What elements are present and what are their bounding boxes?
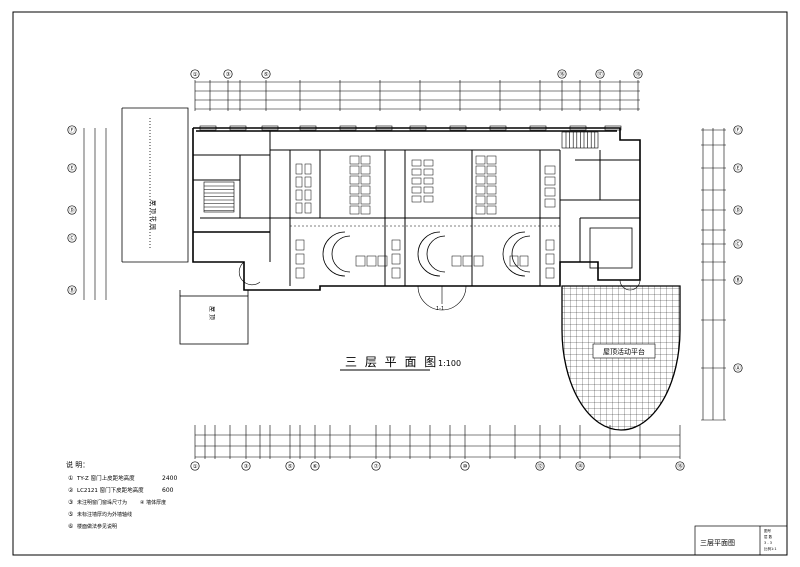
axis-left-bubble: Ⓔ [67,163,77,173]
hall-room [589,227,633,269]
svg-text:⑩: ⑩ [463,463,468,470]
svg-text:Ⓕ: Ⓕ [735,126,741,134]
note-5-num: ⑥ [68,523,73,530]
lower-roof-bottom [179,290,249,345]
svg-text:Ⓔ: Ⓔ [735,164,741,172]
axis-top-bubble: ⑱ [633,69,643,79]
top-dimensions [194,80,640,111]
svg-text:Ⓐ: Ⓐ [735,364,741,372]
axis-bottom-bubble: ⑫ [535,461,545,471]
axis-bottom-bubble: ① [190,461,200,471]
note-1-num: ① [68,475,73,482]
note-2-value: 600 [162,487,174,494]
axis-top-bubble: ⑤ [261,69,271,79]
note-2-num: ② [68,487,74,494]
axis-right-bubble: Ⓓ [733,205,743,215]
stair-right [561,131,599,149]
bottom-dimensions [194,425,681,459]
interior-walls [193,131,640,286]
title-block-field-4: 比例1:1 [764,546,777,551]
svg-text:⑯: ⑯ [677,462,683,470]
svg-text:③: ③ [226,72,231,78]
note-3-num: ③ [68,499,73,506]
svg-text:⑦: ⑦ [374,463,379,470]
svg-text:①: ① [193,72,198,78]
axis-bottom-bubble: ⑩ [460,461,470,471]
axis-right-bubble: Ⓒ [733,239,743,249]
svg-text:Ⓑ: Ⓑ [735,276,741,284]
axis-right-bubble: Ⓑ [733,275,743,285]
svg-text:⑱: ⑱ [635,70,641,78]
axis-bottom-bubble: ⑥ [310,461,320,471]
roof-label-left: 屋 顶 花 园 [149,200,157,230]
svg-text:Ⓓ: Ⓓ [735,206,741,214]
roof-terrace [561,285,681,431]
svg-text:⑰: ⑰ [597,70,603,78]
svg-text:Ⓓ: Ⓓ [69,206,75,214]
axis-left-bubble: Ⓑ [67,285,77,295]
note-1-text: TY-Z 窗门上皮距地高度 [76,474,135,482]
svg-text:Ⓕ: Ⓕ [69,126,75,134]
axis-top-bubble: ⑯ [557,69,567,79]
axis-bottom-bubble: ⑦ [371,461,381,471]
title-block-field-1: 图号 [764,528,772,533]
svg-text:Ⓒ: Ⓒ [69,234,75,242]
axis-top-bubble: ① [190,69,200,79]
svg-text:⑫: ⑫ [537,462,543,470]
svg-text:⑯: ⑯ [559,70,565,78]
axis-left-bubble: Ⓒ [67,233,77,243]
note-4-text: 未标注墙厚均为外墙轴线 [77,511,132,518]
axis-bottom-bubble: ⑭ [575,461,585,471]
classroom-furniture [290,155,560,279]
axis-left-bubble: Ⓓ [67,205,77,215]
axis-right-bubble: Ⓐ [733,363,743,373]
axis-top-bubble: ⑰ [595,69,605,79]
svg-text:⑤: ⑤ [288,464,293,470]
svg-text:⑭: ⑭ [577,462,583,470]
svg-text:Ⓔ: Ⓔ [69,164,75,172]
building-outline [192,127,641,291]
drawing-title: 三 层 平 面 图 [345,355,438,369]
semicircle-areas [322,231,531,277]
note-3-extra: ④ 墙体厚度 [140,499,166,506]
title-block-name: 三层平面图 [700,539,735,547]
stair-left [203,181,235,213]
note-3-text: 未注明窗门窗垛尺寸为 [77,499,127,506]
note-5-text: 楼面做法参见说明 [77,523,117,530]
notes-list: ① TY-Z 窗门上皮距地高度 2400 ② LC2121 窗门下皮距地高度 6… [68,474,177,530]
note-1-value: 2400 [162,475,177,482]
svg-text:Ⓑ: Ⓑ [69,286,75,294]
axis-right-bubble: Ⓕ [733,125,743,135]
axis-top-bubble: ③ [223,69,233,79]
axis-bottom-bubble: ⑯ [675,461,685,471]
right-dimensions [701,128,726,421]
axis-bottom-bubble: ③ [241,461,251,471]
section-mark: 1-1 [436,306,444,312]
windows-top [199,125,622,131]
svg-text:⑥: ⑥ [313,464,318,470]
svg-text:③: ③ [244,464,249,470]
svg-text:①: ① [193,464,198,470]
svg-text:⑤: ⑤ [264,72,269,78]
note-2-text: LC2121 窗门下皮距地高度 [77,486,144,494]
axis-right-bubble: Ⓔ [733,163,743,173]
drawing-scale: 1:100 [438,359,461,368]
notes-heading: 说 明： [66,460,89,469]
terrace-label: 屋顶活动平台 [603,347,645,356]
axis-left-bubble: Ⓕ [67,125,77,135]
sheet-border [12,11,788,556]
left-dimensions [83,128,107,300]
svg-text:Ⓒ: Ⓒ [735,240,741,248]
axis-bubbles: ① ③ ⑤ ⑯ ⑰ ⑱ ① ③ ⑤ ⑥ ⑦ ⑩ ⑫ ⑭ ⑯ Ⓕ Ⓔ Ⓓ Ⓒ Ⓑ Ⓕ Ⓔ Ⓓ Ⓒ Ⓑ Ⓐ [67,69,743,471]
title-block-field-2: 层 数 [764,534,773,539]
title-block [694,525,788,556]
lower-roof-label: 屋 顶 [208,306,215,320]
note-4-num: ⑤ [68,511,73,518]
axis-bottom-bubble: ⑤ [285,461,295,471]
lower-roof-left [121,107,189,263]
title-block-field-3: 3 - 3 [764,541,772,545]
